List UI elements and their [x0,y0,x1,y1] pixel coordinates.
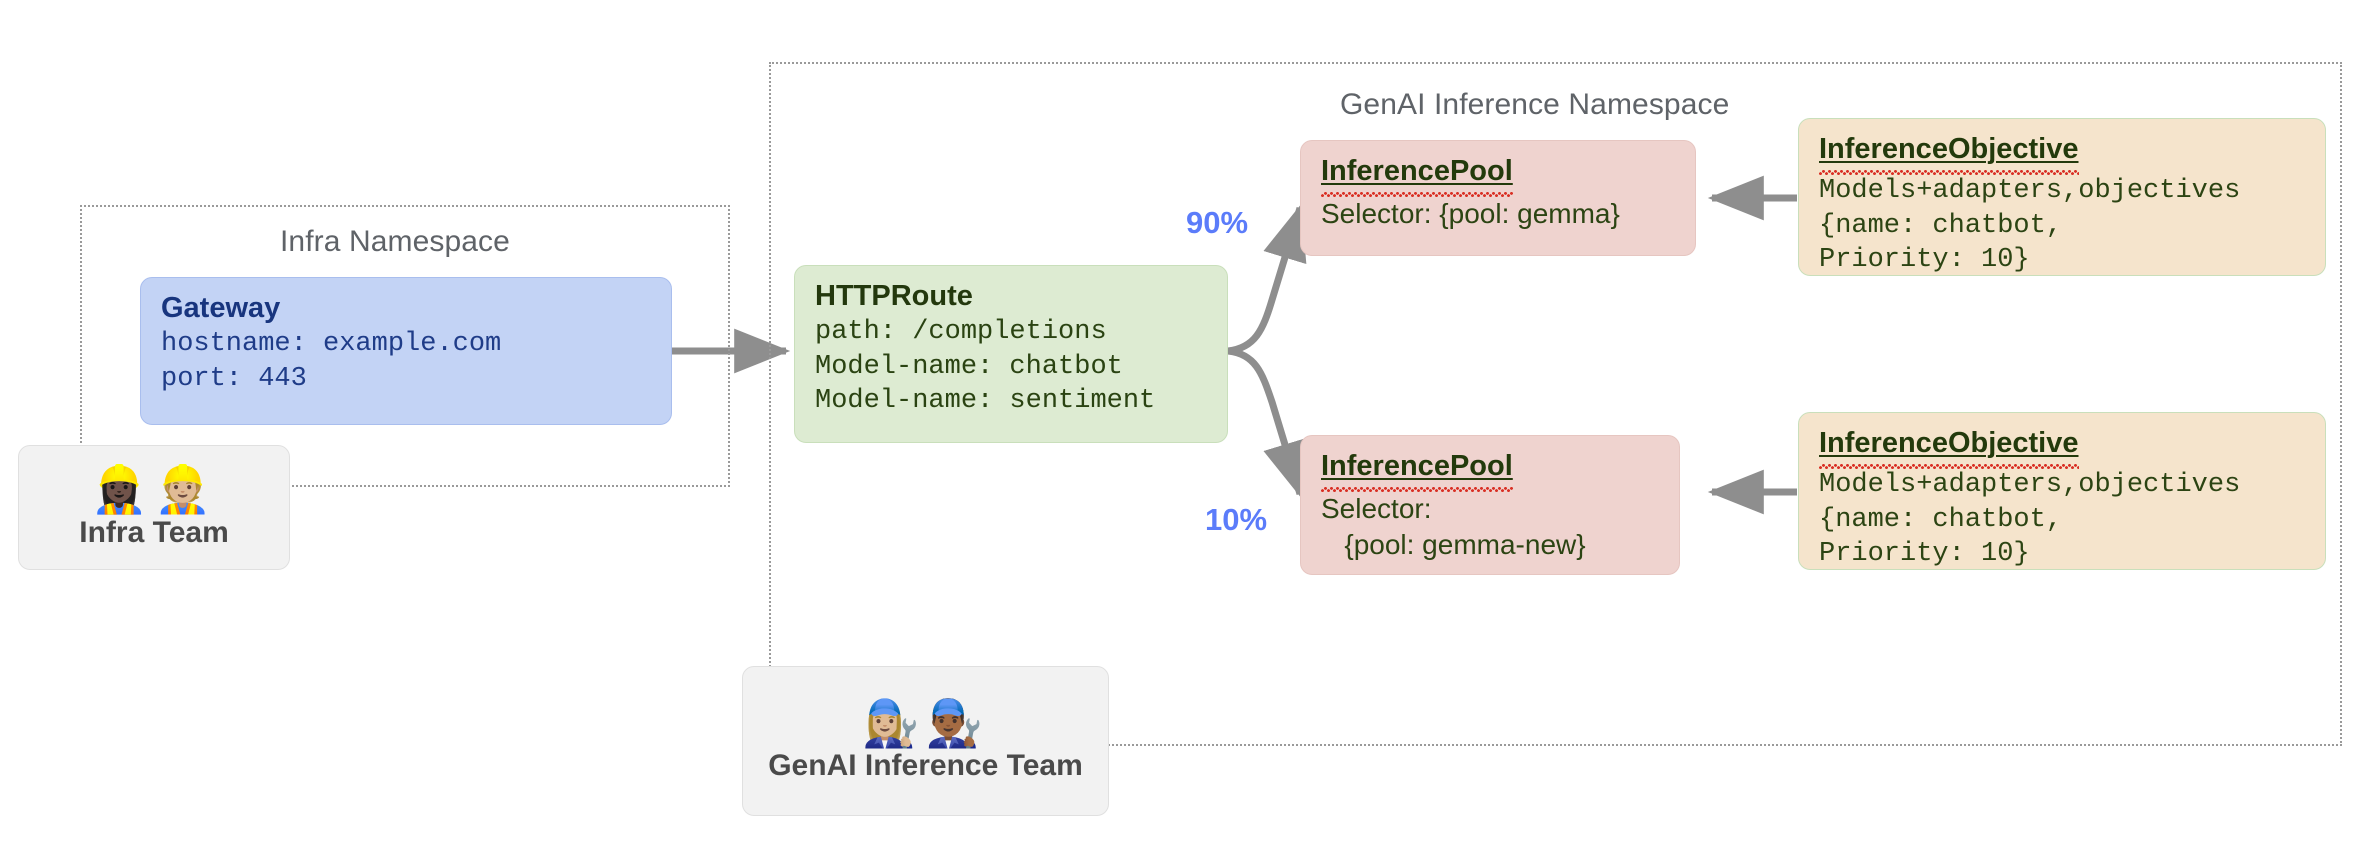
namespace-infra [80,205,730,487]
infra-team-label: Infra Team [79,515,229,549]
inferencepool-gemma-new-card[interactable]: InferencePool Selector: {pool: gemma-new… [1300,435,1680,575]
inferenceobjective-top-title: InferenceObjective [1819,133,2079,176]
genai-inference-team-label: GenAI Inference Team [768,749,1083,783]
construction-worker-icon: 👷🏿‍♀️👷🏼 [90,462,218,517]
inferencepool-gemma-card[interactable]: InferencePool Selector: {pool: gemma} [1300,140,1696,256]
inferencepool-gemma-selector: Selector: {pool: gemma} [1321,198,1620,230]
genai-inference-team-chip[interactable]: 👩🏼‍🔧👨🏾‍🔧 GenAI Inference Team [742,666,1109,816]
namespace-genai [769,62,2342,746]
traffic-split-10: 10% [1205,502,1268,537]
infra-team-chip[interactable]: 👷🏿‍♀️👷🏼 Infra Team [18,445,290,570]
inferencepool-gemma-title: InferencePool [1321,155,1513,198]
gateway-details: hostname: example.com port: 443 [161,329,502,394]
httproute-card[interactable]: HTTPRoute path: /completions Model-name:… [794,265,1228,443]
gateway-title: Gateway [161,292,281,324]
inferenceobjective-bottom-card[interactable]: InferenceObjective Models+adapters,objec… [1798,412,2326,570]
namespace-genai-title: GenAI Inference Namespace [1340,88,1730,121]
inferenceobjective-bottom-title: InferenceObjective [1819,427,2079,470]
inferenceobjective-top-details: Models+adapters,objectives {name: chatbo… [1819,176,2241,276]
inferencepool-gemma-new-selector: Selector: {pool: gemma-new} [1321,493,1586,560]
inferenceobjective-bottom-details: Models+adapters,objectives {name: chatbo… [1819,470,2241,570]
mechanic-icon: 👩🏼‍🔧👨🏾‍🔧 [862,695,989,750]
httproute-title: HTTPRoute [815,280,973,312]
namespace-infra-title: Infra Namespace [280,225,510,258]
traffic-split-90: 90% [1186,205,1249,240]
inferenceobjective-top-card[interactable]: InferenceObjective Models+adapters,objec… [1798,118,2326,276]
gateway-card[interactable]: Gateway hostname: example.com port: 443 [140,277,672,425]
inferencepool-gemma-new-title: InferencePool [1321,450,1513,493]
httproute-details: path: /completions Model-name: chatbot M… [815,317,1156,417]
